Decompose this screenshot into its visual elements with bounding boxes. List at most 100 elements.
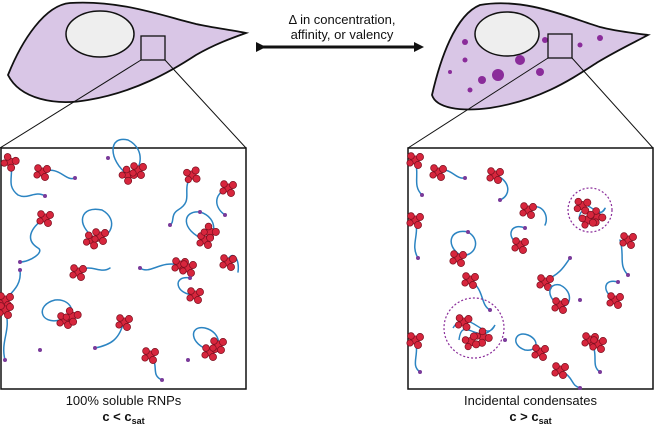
right-rnp-molecules xyxy=(406,152,637,390)
left-cell-membrane xyxy=(7,1,250,103)
rnp-molecule xyxy=(18,210,54,264)
rna-end-dot xyxy=(568,256,572,260)
rnp-molecule xyxy=(619,232,637,277)
rnp-molecule xyxy=(69,264,111,281)
rna-strand xyxy=(169,174,193,226)
protein-blob xyxy=(406,152,424,169)
protein-blob xyxy=(0,153,20,172)
protein-blob xyxy=(461,332,481,351)
right-cell-membrane xyxy=(431,2,651,111)
rnp-molecule xyxy=(406,332,424,374)
condensate-droplet xyxy=(478,76,486,84)
condensate-droplet xyxy=(462,57,468,63)
rna-end-dot xyxy=(186,358,190,362)
rnp-molecule xyxy=(93,314,133,350)
protein-blob xyxy=(91,228,109,245)
protein-blob xyxy=(406,332,424,349)
right-zoom-connectors xyxy=(407,57,654,149)
rna-end-dot xyxy=(598,370,602,374)
protein-blob xyxy=(141,347,159,364)
right-zoom-panel xyxy=(407,147,654,390)
protein-blob xyxy=(200,222,220,242)
protein-blob xyxy=(473,327,493,347)
rna-end-dot xyxy=(420,193,424,197)
condensate-droplet xyxy=(492,69,504,81)
protein-blob xyxy=(578,210,597,229)
condensate-droplet xyxy=(448,70,452,74)
rna-end-dot xyxy=(18,260,22,264)
rnp-molecule xyxy=(510,225,529,254)
rna-end-dot xyxy=(466,230,470,234)
protein-blob xyxy=(429,164,447,181)
rna-end-dot xyxy=(616,280,620,284)
protein-blob xyxy=(183,166,201,184)
condensate-droplet xyxy=(597,35,603,41)
right-nucleus xyxy=(474,11,540,57)
rnp-molecule xyxy=(185,210,220,249)
protein-blob xyxy=(461,272,479,289)
condensate-droplet xyxy=(542,37,548,43)
rnp-molecule xyxy=(461,272,492,312)
rna-strand xyxy=(19,217,46,263)
rna-strand xyxy=(9,159,46,198)
protein-blob xyxy=(589,336,607,353)
rna-end-dot xyxy=(418,370,422,374)
protein-blob xyxy=(573,197,592,215)
protein-blob xyxy=(511,237,529,254)
condensate-droplet xyxy=(536,68,544,76)
left-relation-main: c < c xyxy=(102,409,132,424)
delta-symbol: Δ xyxy=(288,12,297,27)
rnp-molecule xyxy=(81,208,113,250)
condensate-droplet xyxy=(515,55,525,65)
rnp-molecule xyxy=(141,347,164,382)
rnp-molecule xyxy=(0,302,14,362)
right-panel-relation: c > csat xyxy=(408,409,653,426)
left-rnp-molecules xyxy=(0,138,240,382)
rna-end-dot xyxy=(93,346,97,350)
condensate-droplet xyxy=(462,39,468,45)
right-panel-caption: Incidental condensates xyxy=(464,393,597,408)
condensate-boundary xyxy=(567,187,613,233)
protein-blob xyxy=(69,264,87,281)
condensate-droplet xyxy=(467,87,473,93)
left-relation-sub: sat xyxy=(131,416,145,426)
left-nucleus xyxy=(65,10,135,58)
rnp-molecule xyxy=(605,280,624,309)
transition-label-line2: affinity, or valency xyxy=(290,27,394,42)
rna-end-dot xyxy=(73,176,77,180)
rnp-molecule xyxy=(581,332,607,374)
protein-blob xyxy=(62,307,82,326)
rnp-molecule xyxy=(429,164,467,181)
rna-end-dot xyxy=(198,210,202,214)
condensate xyxy=(443,297,505,359)
condensate-boundary xyxy=(443,297,505,359)
protein-blob xyxy=(129,162,147,179)
rnp-molecule xyxy=(216,180,237,217)
rnp-molecule xyxy=(406,212,424,260)
rna-end-dot xyxy=(578,386,582,390)
protein-blob xyxy=(219,180,237,197)
protein-blob xyxy=(531,344,549,361)
rnp-molecule xyxy=(449,230,477,267)
rna-end-dot xyxy=(168,223,172,227)
protein-blob xyxy=(209,337,227,354)
transition-label-text1: in concentration, xyxy=(296,12,396,27)
protein-blob xyxy=(406,212,424,229)
protein-blob xyxy=(606,292,624,309)
rna-end-dot xyxy=(578,298,582,302)
rnp-molecule xyxy=(549,283,582,314)
rnp-molecule xyxy=(519,202,547,226)
left-zoom-box xyxy=(140,35,166,61)
rna-end-dot xyxy=(498,198,502,202)
left-panel-relation: c < csat xyxy=(1,409,246,426)
protein-blob xyxy=(219,254,237,271)
rna-end-dot xyxy=(488,308,492,312)
protein-blob xyxy=(0,302,14,319)
rnp-molecule xyxy=(177,276,204,304)
rnp-molecule xyxy=(186,327,227,362)
protein-blob xyxy=(486,167,504,184)
rnp-molecule xyxy=(33,164,77,181)
protein-blob xyxy=(519,202,537,219)
right-relation-main: c > c xyxy=(509,409,539,424)
